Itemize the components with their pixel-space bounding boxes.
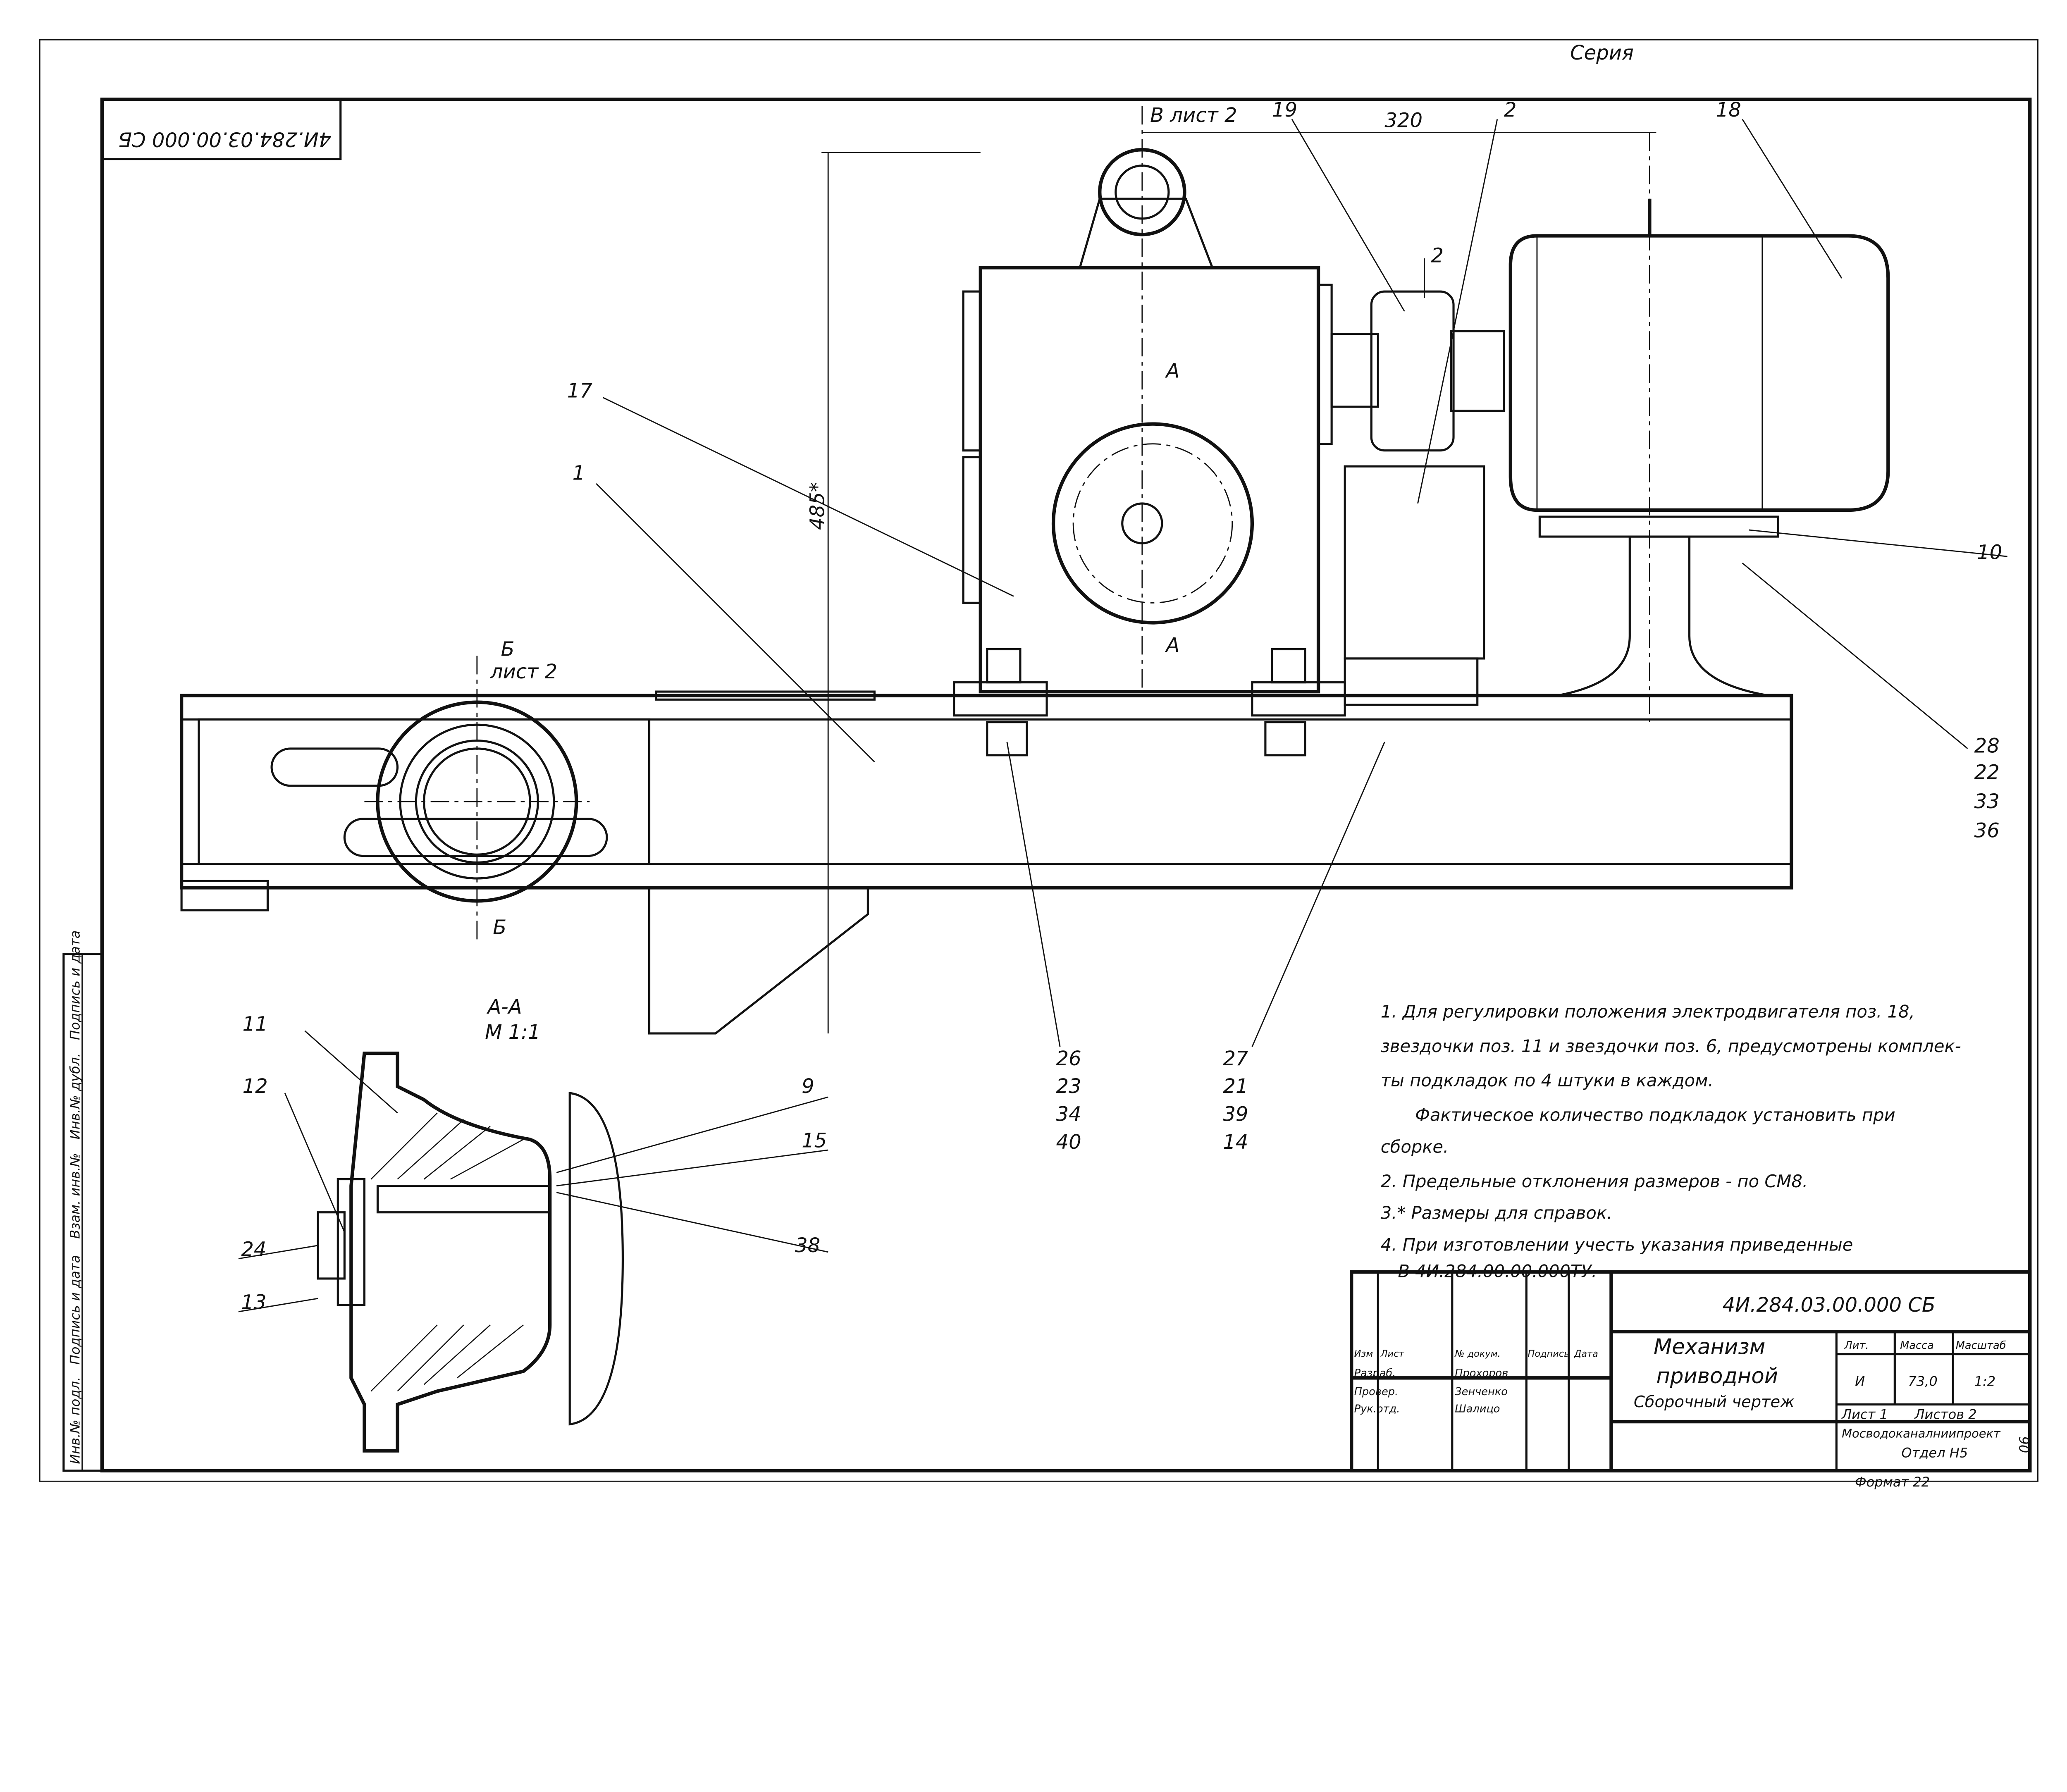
organization: Мосводоканалниипроект [1842,1427,2001,1441]
callout: 22 [1974,761,2000,784]
side-stamp-label: Взам. инв.№ [67,1153,83,1238]
callout: 28 [1974,735,2000,758]
rotated-code-box [101,98,342,160]
callout-12: 12 [243,1075,268,1098]
section-aa-scale: М 1:1 [485,1021,540,1044]
callout-1: 1 [573,461,585,484]
sheet-outer-border [39,39,2038,1482]
title-line-2: приводной [1656,1364,1778,1389]
note-line: 4. При изготовлении учесть указания прив… [1381,1235,1853,1255]
scale-header: Масштаб [1956,1339,2006,1352]
callout-group-right: 28 22 33 36 [1974,735,2000,842]
callout-10: 10 [1977,541,2002,564]
section-a-top-label: А [1165,359,1180,382]
section-aa-title: А-А [486,995,522,1019]
name: Зенченко [1455,1386,1508,1398]
callout: 40 [1056,1131,1081,1154]
department: Отдел Н5 [1901,1445,1968,1461]
section-b-bottom-label: Б [493,916,506,939]
bearing-unit [364,656,590,941]
callout-19: 19 [1272,98,1297,122]
note-line: 2. Предельные отклонения размеров - по С… [1381,1171,1808,1191]
callout: 39 [1223,1103,1248,1126]
gearbox [953,106,1346,756]
view-b-sheet-label: В лист 2 [1150,104,1237,127]
callout: 21 [1223,1075,1248,1098]
side-stamp-label: Подпись и дата [67,1255,83,1365]
coupling [1330,290,1505,706]
callout: 27 [1223,1047,1248,1070]
dimension-lines [821,132,1656,1033]
lit-value: И [1855,1374,1865,1389]
callout-2: 2 [1504,98,1517,122]
note-line: ты подкладок по 4 штуки в каждом. [1381,1070,1714,1090]
callout: 34 [1056,1103,1081,1126]
callout-group-mid: 27 21 39 14 [1223,1047,1248,1154]
callout-11: 11 [243,1013,268,1036]
callout: 14 [1223,1131,1248,1154]
side-stamp-label: Инв.№ дубл. [67,1053,83,1139]
section-a-bottom-label: А [1165,634,1180,657]
callout-group-left: 26 23 34 40 [1056,1047,1081,1154]
sheet-frame [100,98,2032,1472]
role: Провер. [1354,1386,1399,1398]
callout: 36 [1974,819,2000,842]
series-label: Серия [1570,41,1634,64]
callout-24: 24 [241,1238,266,1261]
frame-beam [179,690,1793,1035]
callout-17: 17 [567,379,593,403]
dimension-320: 320 [1384,109,1423,132]
callout: 33 [1974,790,2000,813]
section-b-top-label: Б [501,638,515,661]
role: Разраб. [1354,1367,1396,1379]
mass-value: 73,0 [1908,1374,1937,1389]
sheets-label: Листов 2 [1914,1407,1976,1422]
leader-lines [238,119,2007,1312]
note-line: Фактическое количество подкладок установ… [1415,1105,1895,1125]
scale-value: 1:2 [1974,1374,1996,1389]
col-header: Дата [1574,1348,1598,1359]
callout-38: 38 [795,1234,820,1257]
format-label: Формат 22 [1855,1474,1930,1490]
title-line-1: Механизм [1654,1335,1765,1360]
section-aa-view [317,1051,624,1453]
side-stamp-label: Инв.№ подл. [67,1377,83,1464]
callout-18: 18 [1716,98,1741,122]
name: Шалицо [1455,1403,1500,1415]
col-header: Изм [1354,1348,1373,1359]
mass-header: Масса [1900,1339,1934,1352]
note-line: 3.* Размеры для справок. [1381,1203,1613,1223]
dimension-485: 485* [806,482,829,530]
callout-9: 9 [802,1075,814,1098]
col-header: Подпись [1528,1348,1570,1359]
role: Рук.отд. [1354,1403,1400,1415]
lit-header: Лит. [1844,1339,1869,1352]
callout: 23 [1056,1075,1081,1098]
side-stamp-label: Подпись и дата [67,931,83,1040]
note-line: звездочки поз. 11 и звездочки поз. 6, пр… [1381,1036,1961,1056]
callout-13: 13 [241,1291,266,1314]
title-block [1350,1270,2032,1472]
side-stamp: Инв.№ подл. Подпись и дата Взам. инв.№ И… [62,931,103,1472]
title-signatures: Разраб. Провер. Рук.отд. Прохоров Зенчен… [1354,1367,1508,1415]
sheet-label: Лист 1 [1841,1407,1888,1422]
note-line: 1. Для регулировки положения электродвиг… [1381,1002,1915,1022]
dimension-2: 2 [1431,244,1444,267]
col-header: Лист [1380,1348,1405,1359]
rotated-code: 4И.284.03.00.000 СБ [118,128,331,151]
name: Прохоров [1455,1367,1508,1379]
electric-motor [1508,132,1890,722]
technical-notes: 1. Для регулировки положения электродвиг… [1381,1002,1961,1281]
title-subtitle: Сборочный чертеж [1634,1393,1795,1411]
callout-15: 15 [802,1129,827,1153]
section-b-sheet-label: лист 2 [490,660,557,683]
assembly-drawing: Серия 4И.284.03.00.000 СБ Инв.№ подл. По… [39,39,2038,1490]
note-line: сборке. [1381,1136,1449,1157]
col-header: № докум. [1454,1348,1501,1359]
title-doc-code: 4И.284.03.00.000 СБ [1723,1293,1936,1317]
stamp-number: 90 [2016,1436,2032,1453]
callout: 26 [1056,1047,1081,1070]
title-col-headers: Изм Лист № докум. Подпись Дата [1354,1348,1598,1359]
